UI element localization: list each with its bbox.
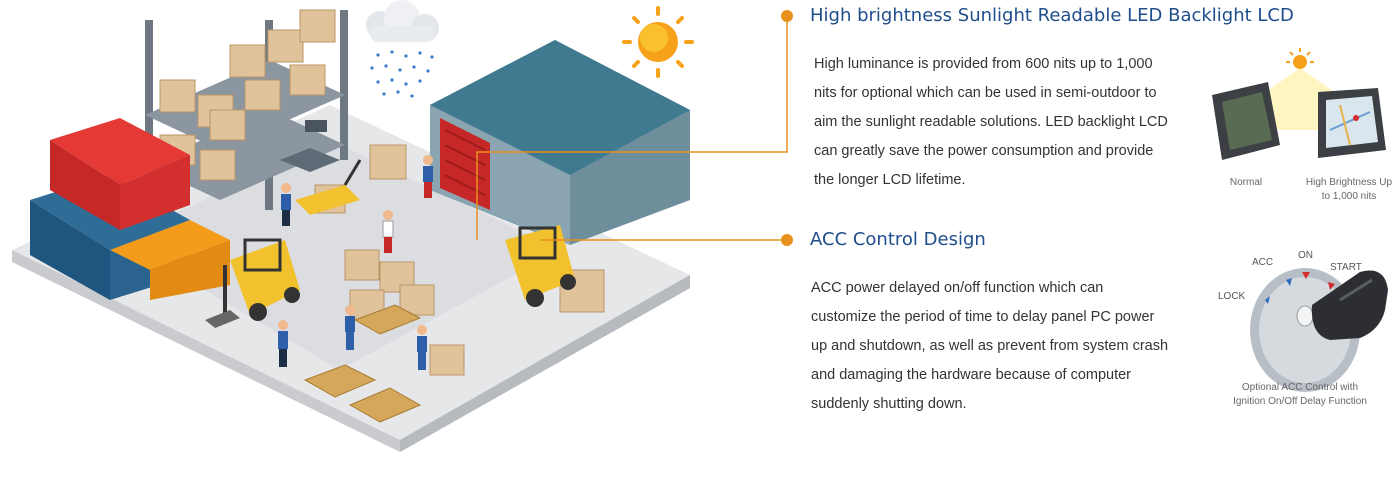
caption-high-brightness-line1: High Brightness Up (1305, 177, 1393, 188)
ignition-label-start: START (1330, 262, 1362, 273)
sun-icon (622, 6, 694, 78)
caption-acc-control-line2: Ignition On/Off Delay Function (1233, 396, 1367, 407)
feature-title-acc: ACC Control Design (810, 229, 986, 250)
cargo-boxes (314, 144, 605, 376)
shipping-containers (30, 118, 230, 300)
pallets (303, 304, 422, 423)
ignition-key-icon (1311, 270, 1388, 340)
caption-high-brightness-line2: to 1,000 nits (1321, 191, 1377, 202)
small-sun-icon (1286, 48, 1314, 69)
caption-normal: Normal (1229, 177, 1263, 188)
floor-scale (280, 120, 340, 172)
callout-dot-2 (781, 234, 793, 246)
warehouse-building (430, 40, 690, 245)
rain-cloud-icon (366, 0, 439, 98)
caption-acc-control-line1: Optional ACC Control with (1241, 382, 1359, 393)
storage-shelves (145, 9, 348, 240)
caption-high-brightness: High Brightness Up to 1,000 nits (1298, 176, 1397, 204)
display-comparison-illustration (1212, 48, 1386, 160)
feature-body-sunlight: High luminance is provided from 600 nits… (814, 56, 1168, 188)
ignition-label-acc: ACC (1252, 257, 1274, 268)
forklift-left (205, 238, 300, 328)
feature-title-sunlight: High brightness Sunlight Readable LED Ba… (810, 5, 1294, 26)
caption-acc-control: Optional ACC Control with Ignition On/Of… (1215, 381, 1385, 409)
feature-body-acc: ACC power delayed on/off function which … (811, 280, 1169, 412)
callout-dot-1 (781, 10, 793, 22)
ignition-switch-illustration (1250, 268, 1388, 392)
ignition-label-lock: LOCK (1218, 291, 1246, 302)
callout-connectors (476, 16, 788, 241)
tablet-bright-icon (1318, 88, 1386, 158)
tablet-normal-icon (1212, 82, 1280, 160)
ignition-label-on: ON (1298, 250, 1313, 261)
pallet-jack (295, 159, 362, 215)
forklift-right (505, 225, 576, 307)
workers (278, 155, 433, 370)
